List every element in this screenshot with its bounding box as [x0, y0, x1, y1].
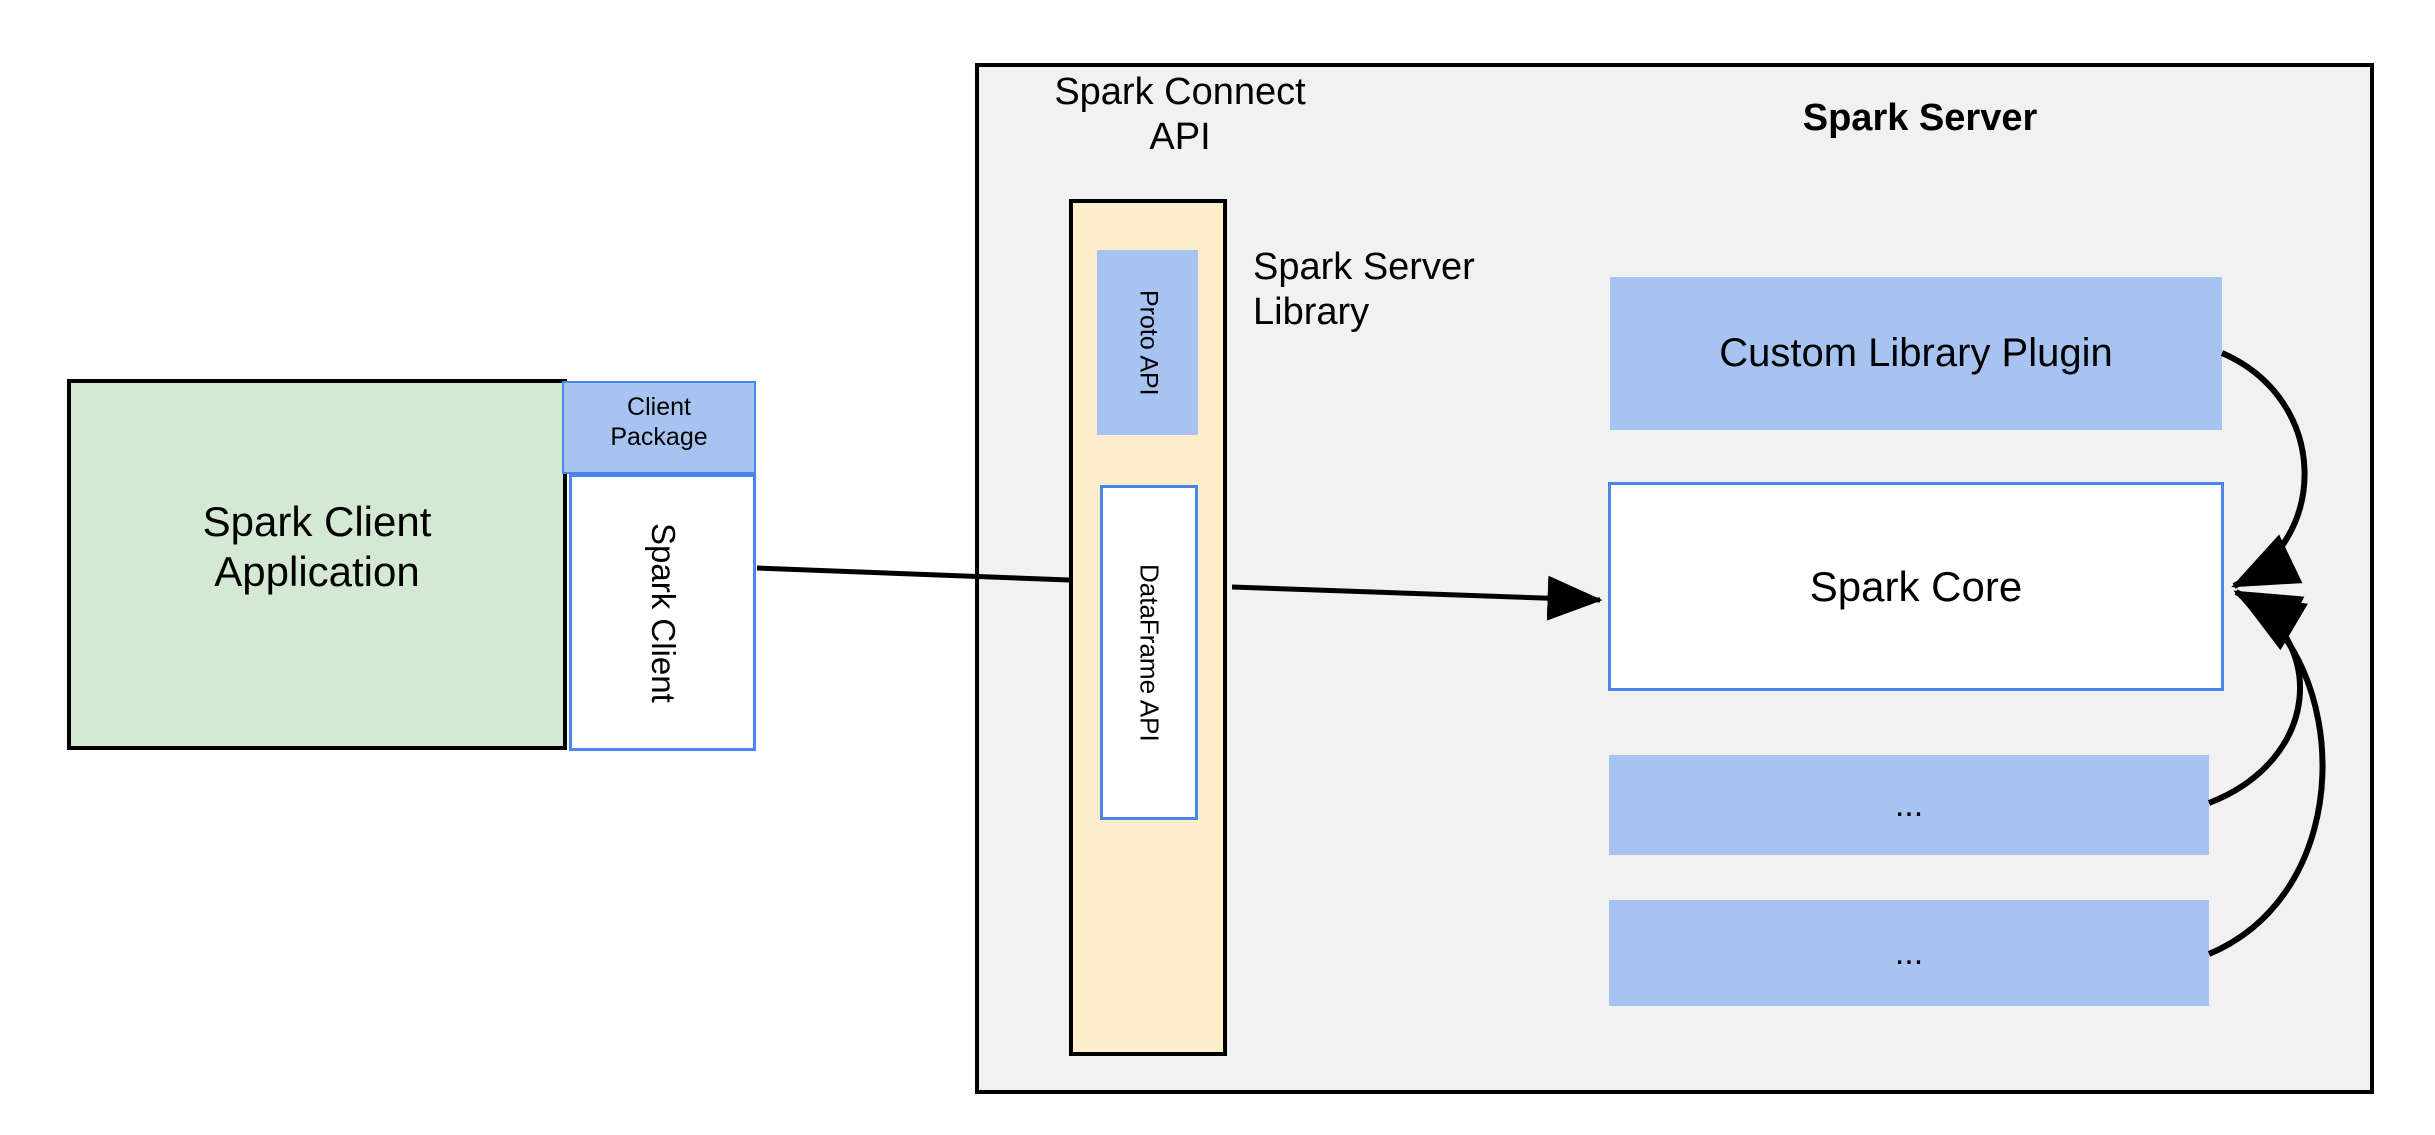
placeholder-component-label-2: ...: [1894, 933, 1924, 972]
spark-client-application-label: Spark Client Application: [202, 498, 432, 595]
placeholder-component-box-1: [1609, 755, 2209, 855]
spark-server-library-label: Spark Server Library: [1253, 246, 1475, 333]
placeholder-component-box-2: [1609, 900, 2209, 1006]
spark-connect-api-label: Spark Connect API: [1054, 71, 1306, 158]
proto-api-box: [1097, 250, 1198, 435]
custom-library-plugin-label-wrap: Custom Library Plugin: [1610, 277, 2222, 430]
placeholder-component-label-wrap-2: ...: [1609, 900, 2209, 1006]
dataframe-api-box: [1100, 485, 1198, 820]
spark-client-label: Spark Client: [644, 522, 682, 703]
custom-library-plugin-box: [1610, 277, 2222, 430]
spark-client-box: [569, 474, 756, 751]
spark-core-label: Spark Core: [1809, 562, 2023, 610]
custom-library-plugin-label: Custom Library Plugin: [1719, 330, 2113, 375]
placeholder-component-label-1: ...: [1894, 785, 1924, 824]
client-package-label: Client Package: [610, 393, 708, 451]
spark-core-label-wrap: Spark Core: [1608, 482, 2224, 691]
spark-client-application-box: [67, 379, 567, 750]
proto-api-label-wrap: Proto API: [1097, 250, 1198, 435]
spark-core-box: [1608, 482, 2224, 691]
spark-client-label-wrap: Spark Client: [569, 474, 756, 751]
proto-api-label: Proto API: [1134, 289, 1163, 396]
page-title: Spark Server: [1802, 97, 2038, 139]
dataframe-api-label: DataFrame API: [1134, 563, 1165, 742]
placeholder-component-label-wrap-1: ...: [1609, 755, 2209, 855]
dataframe-api-label-wrap: DataFrame API: [1100, 485, 1198, 820]
client-package-box: [562, 381, 756, 474]
